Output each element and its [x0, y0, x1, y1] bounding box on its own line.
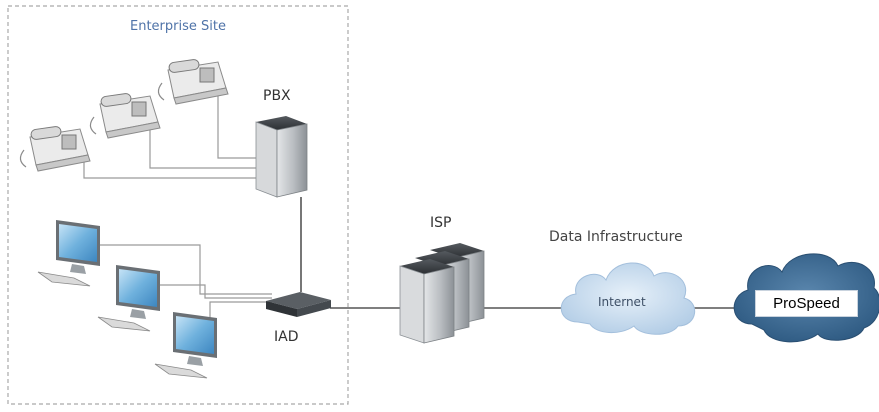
prospeed-label: ProSpeed: [755, 290, 858, 317]
computer-icon: [154, 312, 217, 379]
enterprise-site-label: Enterprise Site: [130, 19, 226, 34]
computer-icon: [37, 220, 100, 287]
computer-icon: [97, 265, 160, 332]
iad-device-icon: [266, 292, 331, 317]
phone-icon: [157, 59, 229, 105]
phone-icon: [89, 93, 161, 139]
isp-label: ISP: [430, 215, 452, 231]
iad-label: IAD: [274, 329, 299, 345]
data-infrastructure-label: Data Infrastructure: [549, 229, 683, 245]
phone-icon: [19, 126, 91, 172]
internet-cloud-icon: [560, 262, 695, 335]
enterprise-site-boundary: [7, 5, 349, 405]
internet-label: Internet: [598, 295, 646, 309]
isp-server-icon: [399, 243, 485, 344]
pbx-server-icon: [255, 116, 308, 198]
wiring: [62, 92, 272, 331]
pbx-label: PBX: [263, 88, 291, 104]
